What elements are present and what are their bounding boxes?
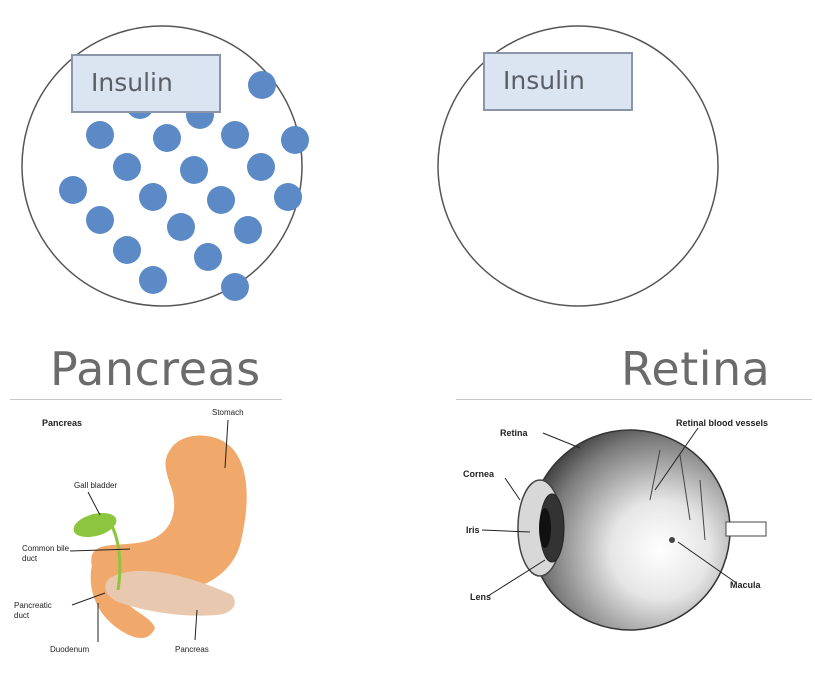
insulin-dot xyxy=(221,121,249,149)
retina-insulin-label-box: Insulin xyxy=(483,52,633,111)
eye-illustration: Retina Retinal blood vessels Cornea Iris… xyxy=(463,418,768,630)
pancreas-heading: Pancreas xyxy=(50,342,261,396)
insulin-dot xyxy=(113,153,141,181)
duodenum-label: Duodenum xyxy=(50,645,89,654)
stomach-label: Stomach xyxy=(212,408,244,417)
retina-label: Retina xyxy=(500,428,529,438)
insulin-dot xyxy=(139,183,167,211)
macula-label: Macula xyxy=(730,580,762,590)
cornea-label: Cornea xyxy=(463,469,495,479)
pancreas-heading-rule xyxy=(10,399,282,400)
iris-label: Iris xyxy=(466,525,480,535)
common-bile-duct-label: Common bile xyxy=(22,544,70,553)
insulin-dot xyxy=(248,71,276,99)
insulin-dot xyxy=(247,153,275,181)
insulin-dot xyxy=(59,176,87,204)
retina-heading-rule xyxy=(456,399,812,400)
insulin-dot xyxy=(139,266,167,294)
insulin-dot xyxy=(207,186,235,214)
pancreas-insulin-label-box: Insulin xyxy=(71,54,221,113)
insulin-dot xyxy=(180,156,208,184)
common-bile-duct-label-2: duct xyxy=(22,554,38,563)
insulin-dot xyxy=(86,121,114,149)
pancreas-diagram-title: Pancreas xyxy=(42,418,82,428)
insulin-dot xyxy=(234,216,262,244)
pancreatic-duct-label: Pancreatic xyxy=(14,601,52,610)
lens-label: Lens xyxy=(470,592,491,602)
insulin-dot xyxy=(86,206,114,234)
pancreas-label: Pancreas xyxy=(175,645,209,654)
insulin-dot xyxy=(281,126,309,154)
insulin-dot xyxy=(113,236,141,264)
retina-heading: Retina xyxy=(621,342,770,396)
insulin-dot xyxy=(194,243,222,271)
stomach-shape xyxy=(91,435,246,593)
insulin-dot xyxy=(153,124,181,152)
insulin-dot xyxy=(274,183,302,211)
gallbladder-label: Gall bladder xyxy=(74,481,117,490)
insulin-dot xyxy=(167,213,195,241)
pancreas-illustration: Pancreas Stomach Gall bladder Common bil… xyxy=(14,408,247,654)
insulin-dot xyxy=(221,273,249,301)
retina-insulin-label: Insulin xyxy=(503,66,585,95)
pancreatic-duct-label-2: duct xyxy=(14,611,30,620)
retinal-vessels-label: Retinal blood vessels xyxy=(676,418,768,428)
pancreas-insulin-label: Insulin xyxy=(91,68,173,97)
